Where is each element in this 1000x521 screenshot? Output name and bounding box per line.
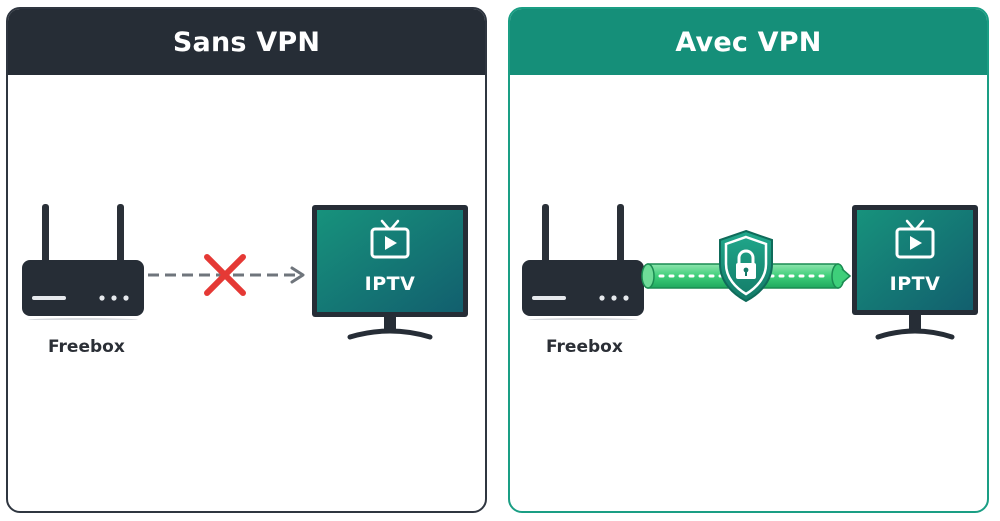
router-label: Freebox bbox=[546, 337, 623, 357]
scene-sans-vpn: Freebox bbox=[8, 75, 485, 511]
panel-avec-vpn: Avec VPN Freebox bbox=[508, 7, 989, 513]
router-label: Freebox bbox=[48, 337, 125, 357]
shield-lock-icon bbox=[719, 229, 773, 303]
panel-sans-vpn: Sans VPN Freebox bbox=[6, 7, 487, 513]
router-icon bbox=[522, 204, 644, 320]
play-icon bbox=[895, 219, 935, 259]
tv-label: IPTV bbox=[364, 273, 416, 295]
panel-title: Avec VPN bbox=[510, 9, 987, 75]
tv-label: IPTV bbox=[889, 273, 941, 295]
router-icon bbox=[22, 204, 144, 320]
scene-avec-vpn: Freebox bbox=[510, 75, 987, 511]
panel-title: Sans VPN bbox=[8, 9, 485, 75]
tv-icon: IPTV bbox=[850, 203, 980, 343]
tv-icon: IPTV bbox=[310, 203, 470, 343]
cross-icon bbox=[204, 254, 246, 296]
play-icon bbox=[370, 219, 410, 259]
